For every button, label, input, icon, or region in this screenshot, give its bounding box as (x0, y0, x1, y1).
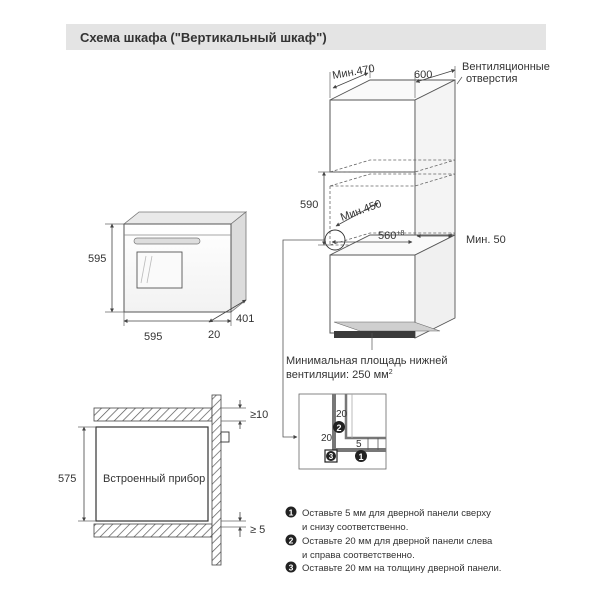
min-450-dim-line (335, 202, 379, 227)
note-line: Оставьте 5 мм для дверной панели сверху (302, 508, 491, 519)
section-view: Встроенный прибор 575 ≥10 ≥ 5 (58, 394, 268, 566)
oven-side-face (230, 211, 247, 313)
notes-list: 1 Оставьте 5 мм для дверной панели сверх… (285, 506, 501, 574)
oven-door-label: 20 (208, 329, 220, 341)
airflow-label-line2: вентиляции: 250 мм2 (286, 369, 393, 381)
cabinet-depth-label: 600 (414, 69, 432, 81)
oven-depth-dim-line (208, 299, 247, 323)
airflow-label-line1: Минимальная площадь нижней (286, 355, 447, 367)
cabinet-right-side (414, 79, 456, 256)
oven-dimensions: 595 595 401 20 (88, 223, 254, 343)
oven-handle (133, 237, 201, 245)
niche-width-label: 560+8 (378, 230, 404, 242)
oven-window-reflection (146, 255, 153, 284)
note-line: и снизу соответственно. (302, 522, 408, 533)
note-item: 3 Оставьте 20 мм на толщину дверной пане… (285, 561, 501, 574)
note-line: Оставьте 20 мм для дверной панели слева (302, 536, 493, 547)
marker-2-badge (333, 421, 345, 433)
oven-window (136, 251, 183, 289)
oven-top-face (122, 211, 248, 225)
detail-view: 20 20 5 2 3 1 (298, 393, 387, 470)
note-badge (285, 561, 297, 573)
upper-cabinet-front (329, 99, 416, 173)
marker-2-text: 2 (336, 423, 341, 433)
marker-1-text: 1 (358, 452, 363, 462)
bottom-vent-opening (333, 321, 441, 332)
min-450-label: Мин.450 (339, 198, 383, 224)
appliance-knob (220, 431, 230, 443)
oven-width-label: 595 (144, 331, 162, 343)
vent-label-line2: отверстия (466, 73, 518, 85)
niche-height-label: 590 (300, 199, 318, 211)
niche-top-outline (329, 159, 456, 173)
detail-oven-edge (344, 394, 386, 440)
door-panel-hatch (211, 394, 222, 566)
section-height-label: 575 (58, 473, 76, 485)
page-title: Схема шкафа ("Вертикальный шкаф") (80, 30, 327, 45)
top-panel-hatch (93, 407, 213, 422)
oven-window-reflection (140, 255, 147, 284)
appliance-body (95, 426, 209, 522)
min-50-label: Мин. 50 (466, 234, 506, 246)
note-line: и справа соответственно. (302, 550, 415, 561)
detail-20-vertical-label: 20 (336, 409, 348, 420)
top-gap-label: ≥10 (250, 409, 268, 421)
niche-upper-shelf (329, 173, 456, 187)
lower-cabinet-front (329, 254, 416, 334)
note-number: 2 (289, 536, 294, 546)
lower-cabinet-side (414, 234, 456, 339)
min-width-dim-line (332, 72, 369, 89)
detail-callout-circle (324, 229, 346, 251)
note-item: 1 Оставьте 5 мм для дверной панели сверх… (285, 506, 491, 533)
header-bar (66, 24, 546, 50)
marker-1-badge (355, 450, 367, 462)
detail-5-label: 5 (356, 439, 362, 450)
cabinet-dimensions: Мин.470 600 Вентиляционные отверстия 590… (282, 61, 550, 439)
cabinet-depth-dim-line (415, 69, 456, 83)
marker-3-badge (326, 451, 336, 461)
note-badge (285, 534, 297, 546)
appliance-label: Встроенный прибор (103, 473, 205, 485)
oven-illustration (122, 211, 248, 313)
vent-label-line1: Вентиляционные (462, 61, 550, 73)
note-badge (285, 506, 297, 518)
bottom-gap-label: ≥ 5 (250, 524, 265, 536)
detail-leader-line (282, 239, 325, 439)
note-item: 2 Оставьте 20 мм для дверной панели слев… (285, 534, 493, 561)
bottom-panel-hatch (93, 523, 213, 538)
marker-3-text: 3 (329, 452, 334, 461)
note-line: Оставьте 20 мм на толщину дверной панели… (302, 563, 501, 574)
detail-20-horizontal-label: 20 (321, 433, 333, 444)
note-number: 3 (289, 563, 294, 573)
cabinet-plinth (334, 331, 415, 338)
oven-depth-label: 401 (236, 313, 254, 325)
note-number: 1 (289, 508, 294, 518)
oven-height-label: 595 (88, 253, 106, 265)
